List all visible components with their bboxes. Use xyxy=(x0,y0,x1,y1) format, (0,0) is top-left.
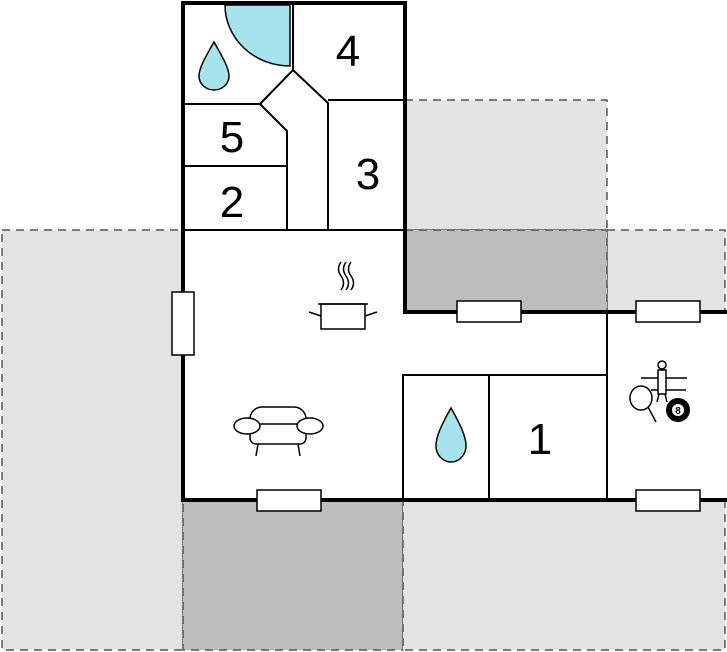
terrace-bottom xyxy=(182,499,404,651)
window xyxy=(456,300,522,323)
interior-wall xyxy=(259,68,329,230)
terrace-center xyxy=(404,229,608,313)
room-number-5: 5 xyxy=(220,113,244,162)
interior-wall xyxy=(259,103,288,230)
terrace-right xyxy=(606,229,726,313)
cooking-pot-icon xyxy=(308,261,378,330)
interior-wall xyxy=(402,374,607,500)
water-drop-icon xyxy=(198,40,230,91)
exterior-wall-lower xyxy=(181,1,727,502)
room-number-2: 2 xyxy=(220,178,244,227)
window xyxy=(635,300,701,323)
room-number-3: 3 xyxy=(356,150,380,199)
foosball-icon xyxy=(641,360,687,403)
terrace-left xyxy=(1,229,184,651)
sofa-icon xyxy=(233,406,324,457)
room-number-1: 1 xyxy=(528,415,552,464)
water-drop-icon xyxy=(435,406,467,463)
billiard-ball-number: 8 xyxy=(675,406,681,417)
terrace-bottom-right xyxy=(402,499,726,651)
table-tennis-icon xyxy=(629,385,657,423)
billiard-ball-icon: 8 xyxy=(666,398,690,422)
terrace-upper-right xyxy=(404,99,608,231)
room-number-4: 4 xyxy=(336,27,360,76)
window xyxy=(171,291,195,356)
shower-icon xyxy=(224,4,291,67)
window xyxy=(635,489,701,512)
window xyxy=(256,489,322,512)
